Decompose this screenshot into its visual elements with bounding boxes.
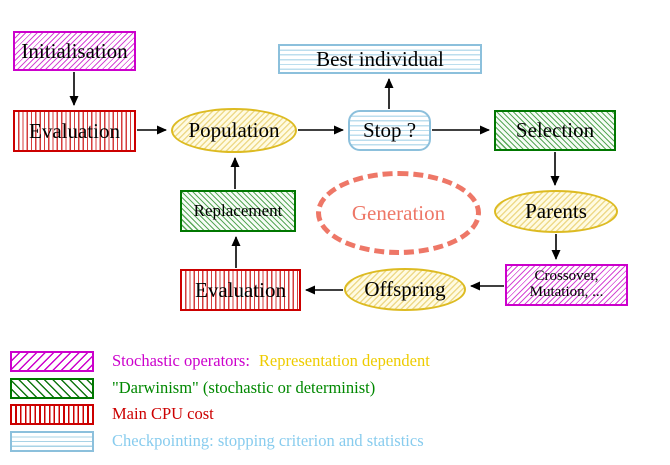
legend-note-representation-dependent: Representation dependent — [258, 351, 430, 370]
legend-label-darwinism: "Darwinism" (stochastic or determinist) — [112, 378, 376, 397]
node-best-individual-label: Best individual — [316, 46, 444, 71]
node-crossover-mutation-label: Crossover, Mutation, ... — [529, 268, 604, 301]
node-evaluation-top-label: Evaluation — [29, 118, 120, 143]
legend-row-main-cpu-cost: Main CPU cost — [10, 403, 214, 425]
legend-label-main-cpu-cost: Main CPU cost — [112, 404, 214, 423]
node-best-individual: Best individual — [278, 44, 482, 74]
node-evaluation-bottom: Evaluation — [180, 269, 301, 311]
node-crossover-line1: Crossover, — [534, 268, 599, 285]
legend-label-checkpointing: Checkpointing: stopping criterion and st… — [112, 431, 424, 450]
node-evaluation-bottom-label: Evaluation — [195, 277, 286, 302]
legend-text-stochastic: Stochastic operators: Representation depe… — [112, 351, 430, 371]
legend-swatch-magenta-hatch — [10, 350, 94, 372]
node-generation-label: Generation — [351, 200, 446, 225]
node-offspring-label: Offspring — [364, 277, 446, 302]
node-parents: Parents — [494, 190, 618, 233]
node-stop-label: Stop ? — [362, 118, 417, 143]
legend-row-stochastic-operators: Stochastic operators: Representation depe… — [10, 350, 430, 372]
node-generation-cycle: Generation — [316, 171, 481, 255]
node-population-label: Population — [188, 118, 280, 143]
node-initialisation-label: Initialisation — [21, 38, 128, 63]
node-crossover-line2: Mutation, ... — [529, 284, 604, 300]
legend-row-checkpointing: Checkpointing: stopping criterion and st… — [10, 430, 424, 452]
node-offspring: Offspring — [344, 268, 466, 311]
legend-swatch-green-hatch — [10, 377, 94, 399]
node-selection-label: Selection — [515, 118, 595, 143]
node-evaluation-top: Evaluation — [13, 110, 136, 152]
node-initialisation: Initialisation — [13, 31, 136, 71]
node-parents-label: Parents — [525, 199, 587, 224]
node-replacement-label: Replacement — [193, 201, 283, 221]
node-selection: Selection — [494, 110, 616, 151]
legend-label-stochastic-operators: Stochastic operators: — [112, 351, 250, 370]
node-stop: Stop ? — [348, 110, 431, 151]
node-replacement: Replacement — [180, 190, 296, 232]
node-population: Population — [171, 108, 297, 153]
node-crossover-mutation: Crossover, Mutation, ... — [505, 264, 628, 306]
legend-swatch-red-stripes — [10, 403, 94, 425]
legend-row-darwinism: "Darwinism" (stochastic or determinist) — [10, 377, 375, 399]
legend-swatch-blue-lines — [10, 430, 94, 452]
